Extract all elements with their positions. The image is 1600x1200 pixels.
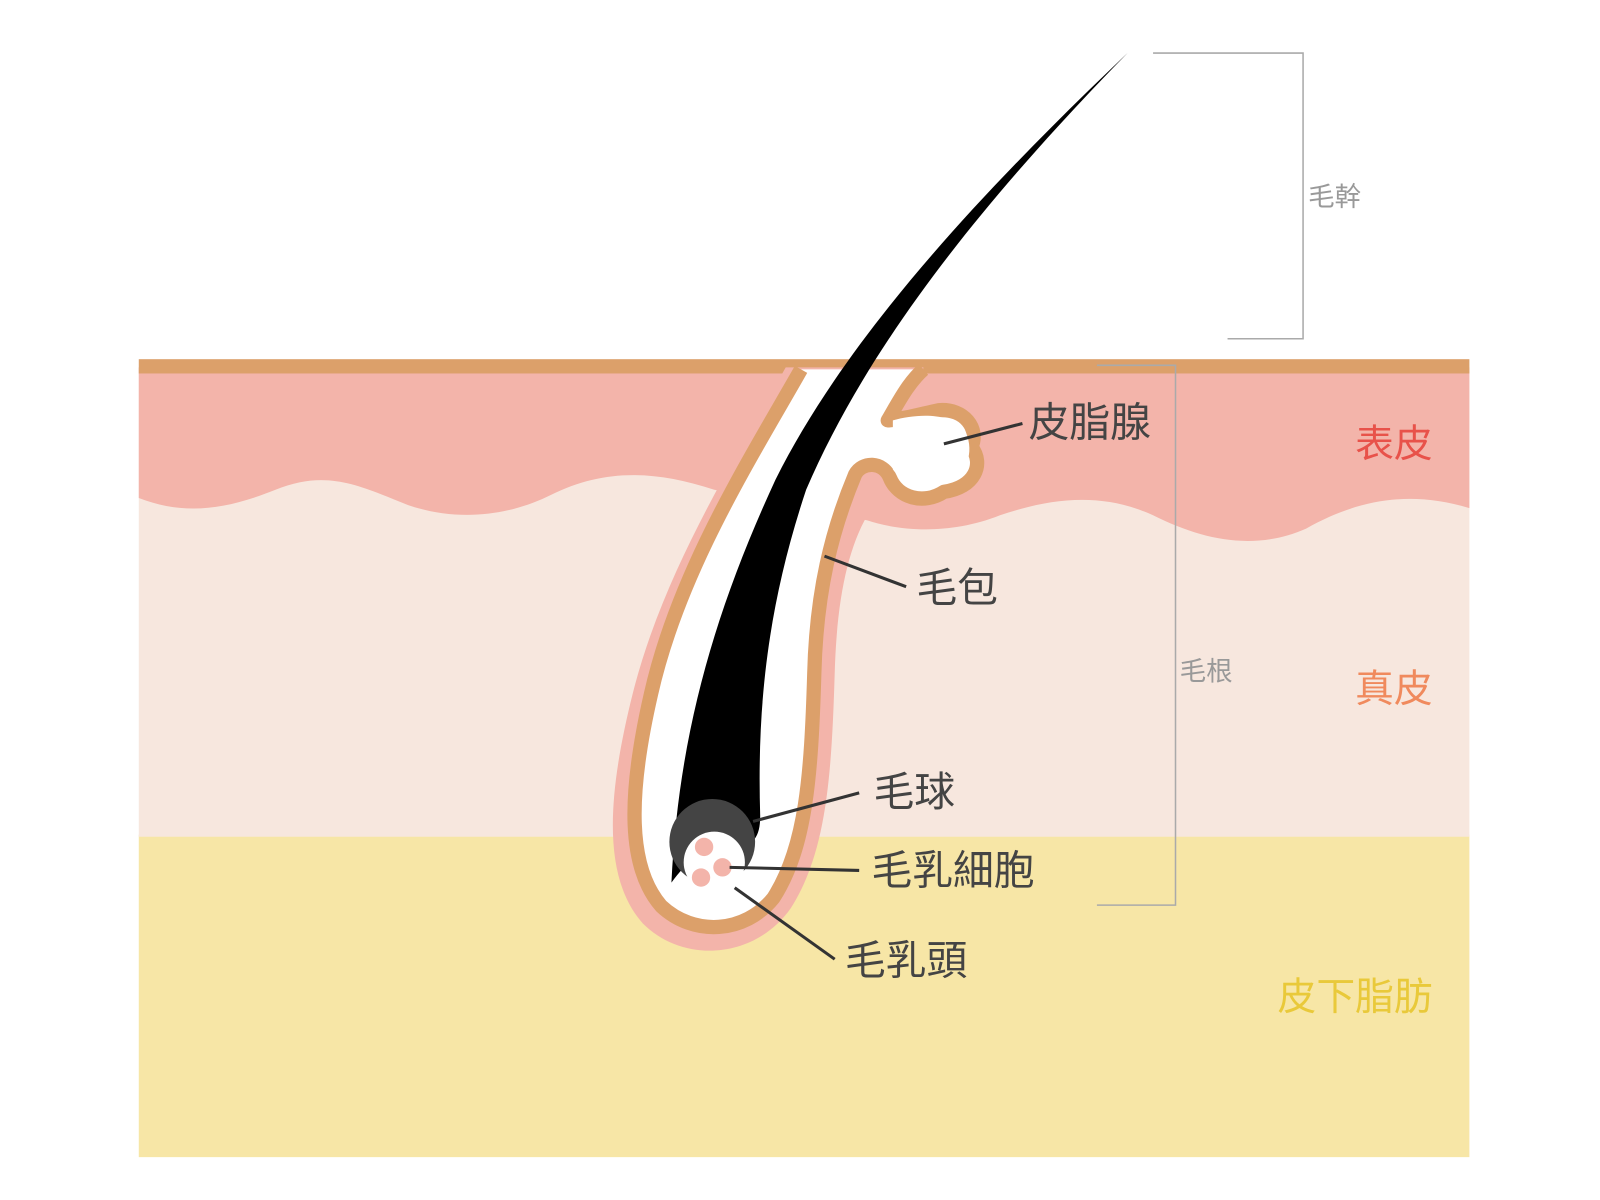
hair-shaft-bracket bbox=[1153, 52, 1304, 340]
papilla-cell bbox=[713, 858, 732, 877]
papilla-cell bbox=[694, 837, 714, 857]
papilla-cell bbox=[691, 868, 711, 887]
sebaceous-gland bbox=[892, 415, 970, 485]
label-hair-bulb: 毛球 bbox=[873, 768, 955, 816]
label-epidermis: 表皮 bbox=[1355, 422, 1433, 467]
label-hair-root: 毛根 bbox=[1180, 657, 1233, 688]
label-subcutaneous-fat: 皮下脂肪 bbox=[1278, 975, 1433, 1020]
label-papilla-cells: 毛乳細胞 bbox=[871, 847, 1034, 895]
label-sebaceous-gland: 皮脂腺 bbox=[1029, 399, 1151, 447]
hair-root-bracket bbox=[1096, 364, 1177, 906]
dermal-papilla bbox=[683, 831, 745, 893]
label-dermal-papilla: 毛乳頭 bbox=[845, 936, 967, 984]
label-hair-shaft: 毛幹 bbox=[1308, 182, 1361, 213]
label-dermis: 真皮 bbox=[1355, 667, 1433, 712]
skin-surface bbox=[138, 359, 1470, 374]
leader-lines bbox=[729, 421, 1023, 961]
label-follicle: 毛包 bbox=[916, 564, 998, 612]
subcutaneous-fat-layer bbox=[138, 834, 1470, 1158]
